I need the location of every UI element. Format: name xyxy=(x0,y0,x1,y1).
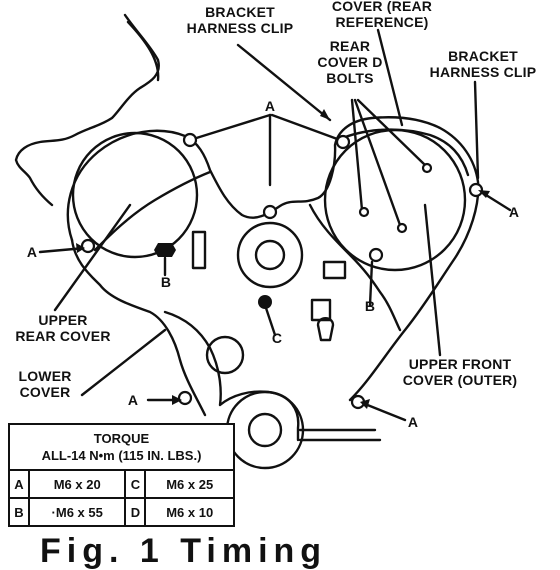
bolt-d-2 xyxy=(396,222,408,234)
bolt-a-top-right xyxy=(335,134,351,150)
label-rear-cover-d-bolts: REAR COVER D BOLTS xyxy=(317,38,383,86)
torque-title: TORQUE xyxy=(93,431,150,446)
bolt-b-right xyxy=(368,247,384,263)
bolt-a-top-left xyxy=(182,132,198,148)
leader-lower-cover xyxy=(80,328,167,397)
engine-block-ridge xyxy=(126,20,160,82)
lower-crank-hub xyxy=(205,335,245,375)
torque-subtitle: ALL-14 N•m (115 IN. LBS.) xyxy=(41,448,202,463)
torque-header-row: TORQUE ALL-14 N•m (115 IN. LBS.) xyxy=(8,423,235,471)
table-row: A M6 x 20 C M6 x 25 xyxy=(8,469,235,499)
torque-table: TORQUE ALL-14 N•m (115 IN. LBS.) A M6 x … xyxy=(8,423,235,527)
arrow-a-left xyxy=(76,243,85,253)
bolt-a-lower-left xyxy=(177,390,193,406)
arrow-a-right xyxy=(478,190,490,198)
bolt-a-left xyxy=(80,238,96,254)
torque-value: M6 x 20 xyxy=(27,469,127,499)
leader-a-top-1 xyxy=(188,113,272,142)
label-bracket-harness-clip-right: BRACKET HARNESS CLIP xyxy=(429,48,537,80)
callout-a-top: A xyxy=(264,98,276,114)
leader-rear-d-3 xyxy=(356,98,427,167)
callout-a-left: A xyxy=(26,244,38,260)
keyhole-slot xyxy=(316,317,335,342)
leader-upper-front-cover xyxy=(423,203,442,357)
callout-a-right: A xyxy=(508,204,520,220)
bolt-c xyxy=(258,295,272,309)
bolt-b-left xyxy=(154,243,176,257)
arrow-a-lower-right xyxy=(360,399,370,409)
torque-key: C xyxy=(124,469,147,499)
rear-cover-d-region xyxy=(336,128,470,177)
lower-housing xyxy=(298,428,382,442)
leader-cover-rear xyxy=(376,28,404,127)
slot-bracket-lower xyxy=(310,298,332,322)
crank-pulley-outer xyxy=(236,221,304,289)
left-cover-lower-edge xyxy=(70,238,207,417)
bolt-a-right xyxy=(468,182,484,198)
torque-value: M6 x 10 xyxy=(144,497,235,527)
leader-b-right xyxy=(368,260,374,307)
bolt-d-3 xyxy=(421,162,433,174)
callout-c: C xyxy=(271,330,283,346)
lower-sprocket-hub xyxy=(247,412,283,448)
table-row: B ·M6 x 55 D M6 x 10 xyxy=(8,497,235,527)
engine-block-outline xyxy=(14,13,160,207)
leader-c xyxy=(263,303,277,337)
torque-header: TORQUE ALL-14 N•m (115 IN. LBS.) xyxy=(8,423,235,471)
engine-line-art xyxy=(14,13,512,470)
callout-b-right: B xyxy=(364,298,376,314)
torque-value: M6 x 25 xyxy=(144,469,235,499)
callout-a-lower-left: A xyxy=(127,392,139,408)
torque-value: ·M6 x 55 xyxy=(27,497,127,527)
leader-rear-d-2 xyxy=(353,98,402,227)
torque-key: A xyxy=(8,469,30,499)
bolt-a-top-center xyxy=(262,204,278,220)
lower-sprocket xyxy=(225,390,305,470)
label-lower-cover: LOWER COVER xyxy=(18,368,72,400)
label-upper-front-cover: UPPER FRONT COVER (OUTER) xyxy=(402,356,518,388)
bolt-d-1 xyxy=(358,206,370,218)
figure-caption-fragment: Fig. 1 Timing xyxy=(40,532,328,570)
leader-bracket-clip-right xyxy=(473,80,480,180)
callout-a-lower-right: A xyxy=(407,414,419,430)
leader-bracket-clip-top xyxy=(236,43,332,122)
label-upper-rear-cover: UPPER REAR COVER xyxy=(15,312,111,344)
torque-key: B xyxy=(8,497,30,527)
arrow-bracket-clip-top xyxy=(320,109,330,120)
slot-bracket-left xyxy=(191,230,207,270)
left-cam-sprocket xyxy=(71,131,199,259)
leader-a-top-3 xyxy=(270,113,342,142)
callout-b-left: B xyxy=(160,274,172,290)
upper-front-cover-outer xyxy=(308,203,402,332)
slot-bracket-right xyxy=(322,260,347,280)
torque-key: D xyxy=(124,497,147,527)
right-cam-sprocket xyxy=(323,128,467,272)
crank-pulley-inner xyxy=(254,239,286,271)
arrow-a-lower-left xyxy=(172,395,182,405)
label-bracket-harness-clip-top: BRACKET HARNESS CLIP xyxy=(186,4,294,36)
leader-upper-rear-cover xyxy=(53,203,132,312)
leader-rear-d-1 xyxy=(350,98,364,212)
label-cover-rear-reference: COVER (REAR REFERENCE) xyxy=(331,0,433,30)
timing-cover-diagram: BRACKET HARNESS CLIP COVER (REAR REFEREN… xyxy=(8,0,537,570)
